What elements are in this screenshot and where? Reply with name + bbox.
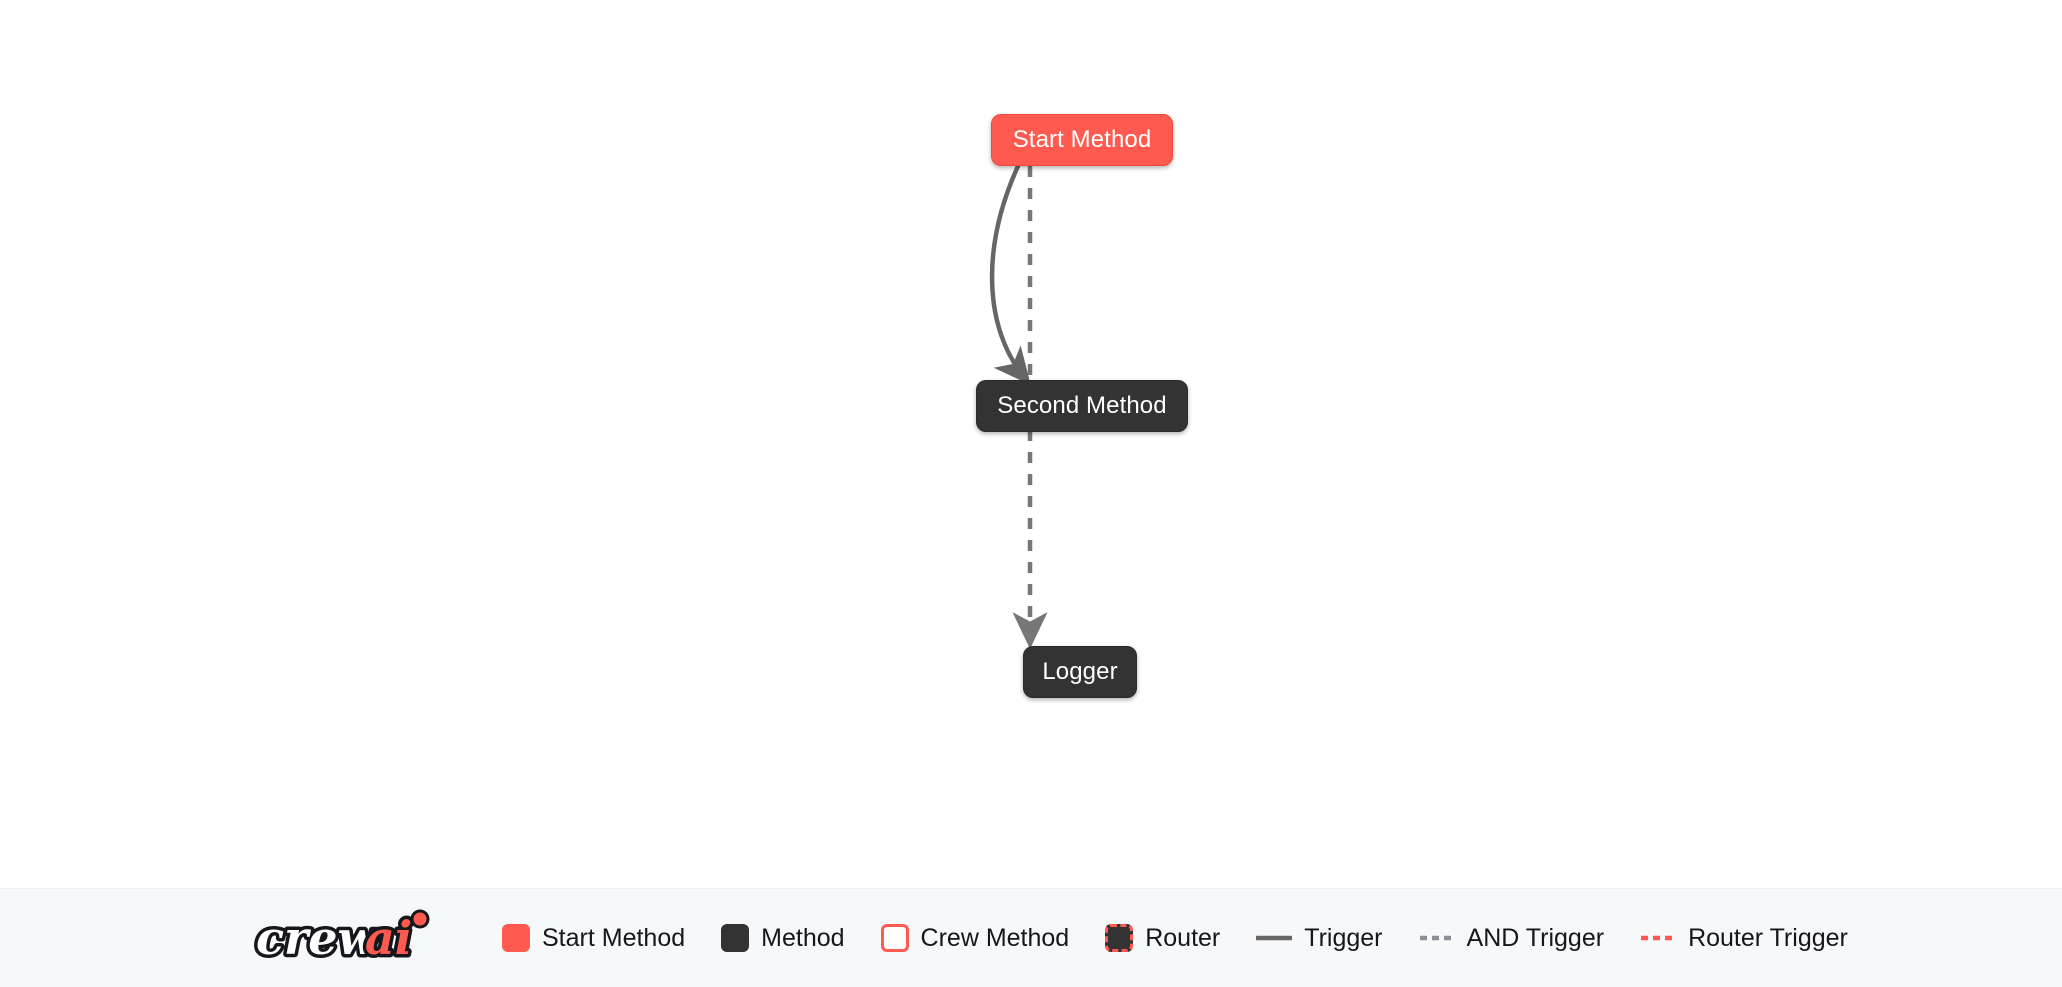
line-dashed-red-icon bbox=[1641, 935, 1676, 941]
flow-node-logger[interactable]: Logger bbox=[1023, 646, 1137, 698]
legend-label: Crew Method bbox=[920, 923, 1070, 952]
logo-dot bbox=[413, 912, 427, 926]
logo-text-outline: crew bbox=[256, 911, 379, 965]
legend-label: Router Trigger bbox=[1688, 923, 1848, 952]
flow-node-second-method[interactable]: Second Method bbox=[976, 380, 1188, 432]
crewai-logo: crew crew ai ai bbox=[253, 908, 430, 969]
logo-text-ai: ai bbox=[365, 911, 412, 965]
legend-item-and-trigger: AND Trigger bbox=[1419, 923, 1605, 952]
edge-trigger bbox=[989, 163, 1031, 385]
legend-label: Router bbox=[1145, 923, 1221, 952]
logo-text-crew: crew bbox=[256, 911, 379, 965]
legend-bar: crew crew ai ai Start Method Method Crew… bbox=[0, 888, 2062, 987]
flow-node-label: Start Method bbox=[1012, 126, 1152, 153]
logo-accent-outline: ai bbox=[365, 911, 412, 965]
legend-item-router-trigger: Router Trigger bbox=[1640, 923, 1848, 952]
legend-item-start-method: Start Method bbox=[502, 924, 685, 952]
legend-item-crew-method: Crew Method bbox=[880, 923, 1070, 952]
flow-node-label: Logger bbox=[1042, 658, 1118, 685]
square-filled-red-icon bbox=[502, 924, 530, 952]
legend-items: Start Method Method Crew Method Router T… bbox=[502, 924, 1848, 952]
legend-item-trigger: Trigger bbox=[1256, 923, 1383, 952]
legend-label: Method bbox=[761, 923, 845, 952]
legend-label: Start Method bbox=[542, 923, 686, 952]
flow-node-label: Second Method bbox=[997, 392, 1167, 419]
legend-item-router: Router bbox=[1105, 924, 1220, 952]
square-filled-dark-icon bbox=[721, 924, 750, 952]
line-dashed-gray-icon bbox=[1419, 935, 1454, 941]
square-outline-red-icon bbox=[880, 924, 909, 952]
line-solid-gray-icon bbox=[1256, 935, 1293, 941]
square-dashed-router-icon bbox=[1105, 924, 1134, 952]
flow-node-start-method[interactable]: Start Method bbox=[991, 114, 1173, 166]
legend-label: AND Trigger bbox=[1466, 923, 1605, 952]
legend-label: Trigger bbox=[1304, 923, 1383, 952]
flow-canvas[interactable]: Start Method Second Method Logger bbox=[0, 0, 2062, 888]
legend-item-method: Method bbox=[721, 923, 845, 952]
